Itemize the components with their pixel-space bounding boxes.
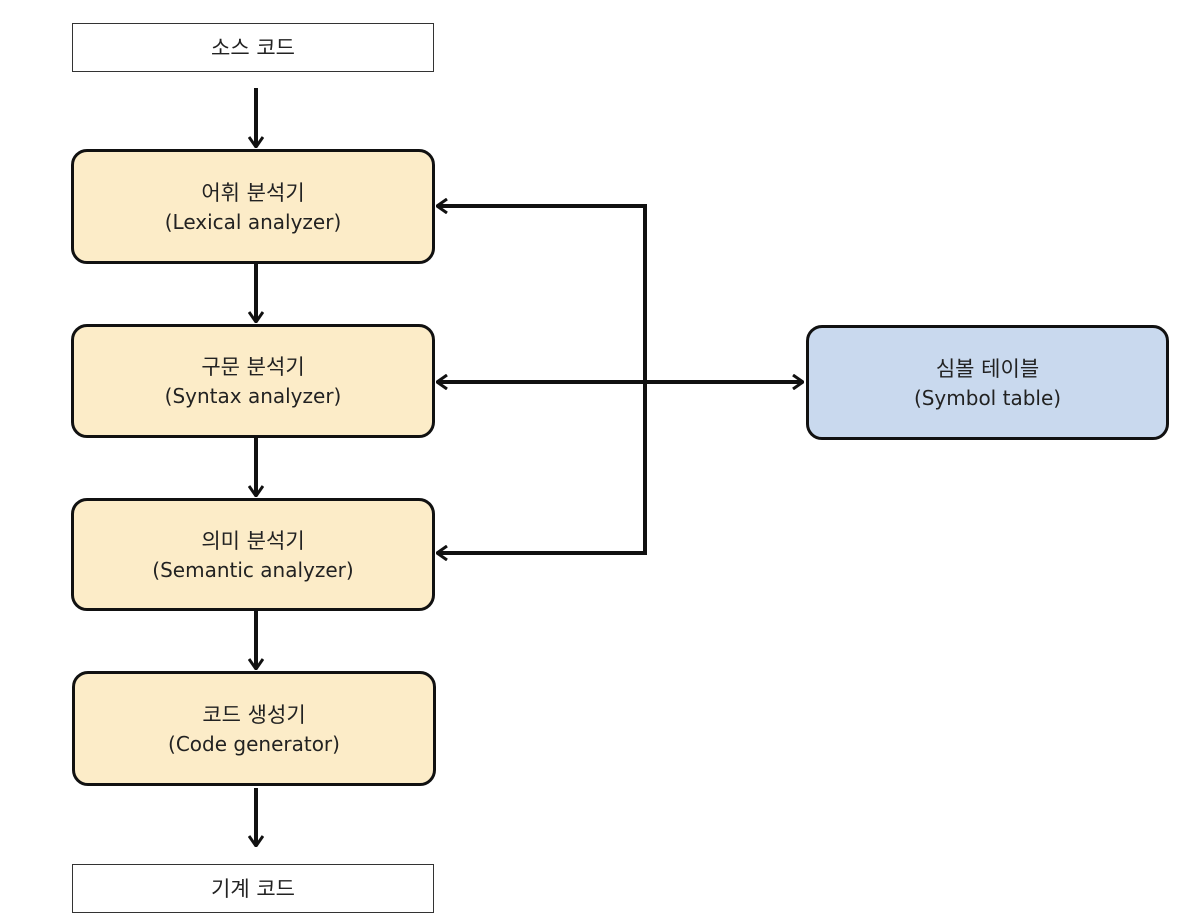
symbol-table-box: 심볼 테이블 (Symbol table) <box>806 325 1169 440</box>
semantic-analyzer-label-ko: 의미 분석기 <box>201 528 305 553</box>
syntax-analyzer-label-ko: 구문 분석기 <box>201 355 305 379</box>
source-code-label: 소스 코드 <box>211 35 295 60</box>
code-generator-box: 코드 생성기 (Code generator) <box>72 671 436 786</box>
code-generator-label-en: (Code generator) <box>168 731 340 756</box>
arrow-symtab-to-lexical <box>437 206 647 382</box>
symbol-table-label-en: (Symbol table) <box>913 385 1062 410</box>
syntax-analyzer-label-en: (Syntax analyzer) <box>164 384 342 408</box>
arrow-symtab-to-semantic <box>437 382 647 553</box>
lexical-analyzer-box: 어휘 분석기 (Lexical analyzer) <box>71 149 435 264</box>
source-code-box: 소스 코드 <box>72 23 434 72</box>
machine-code-box: 기계 코드 <box>72 864 434 913</box>
semantic-analyzer-box: 의미 분석기 (Semantic analyzer) <box>71 498 435 611</box>
machine-code-label: 기계 코드 <box>211 876 295 901</box>
lexical-analyzer-label-en: (Lexical analyzer) <box>164 209 342 234</box>
symbol-table-label-ko: 심볼 테이블 <box>935 356 1040 381</box>
semantic-analyzer-label-en: (Semantic analyzer) <box>152 557 354 582</box>
code-generator-label-ko: 코드 생성기 <box>202 702 306 727</box>
lexical-analyzer-label-ko: 어휘 분석기 <box>201 180 305 205</box>
syntax-analyzer-box: 구문 분석기 (Syntax analyzer) <box>71 324 435 438</box>
